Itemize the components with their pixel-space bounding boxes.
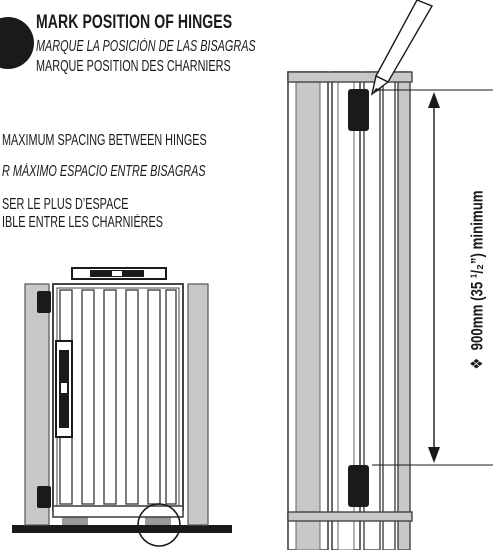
spirit-level-icon	[71, 267, 167, 280]
gate-bar	[382, 71, 396, 550]
tip-text-english: MAXIMUM SPACING BETWEEN HINGES	[2, 132, 207, 149]
tip-text-french-line1: SER LE PLUS D’ESPACE	[2, 196, 129, 213]
top-beam	[287, 71, 413, 83]
gate-foot-left	[62, 517, 88, 525]
pencil-icon	[370, 0, 434, 96]
dimension-marker-icon: ❖	[467, 357, 487, 370]
tip-text-french-line2: IBLE ENTRE LES CHARNIÈRES	[2, 214, 163, 231]
zoom-circle-icon	[137, 503, 181, 547]
gate-install-illustration	[12, 267, 232, 547]
spirit-level-vertical-icon	[55, 340, 73, 438]
bottom-sill	[287, 511, 413, 522]
wall-post-left	[24, 283, 50, 526]
hinge-icon	[348, 89, 369, 131]
step-badge-icon	[0, 17, 34, 69]
hinge-icon	[348, 465, 369, 507]
tip-text-spanish: R MÁXIMO ESPACIO ENTRE BISAGRAS	[2, 163, 206, 180]
page-title-french: MARQUE POSITION DES CHARNIERS	[36, 58, 231, 75]
page-title: MARK POSITION OF HINGES	[36, 12, 233, 33]
dimension-text: 900mm (35 ¹/₂”) minimum	[467, 190, 487, 351]
hinge-spacing-illustration	[287, 71, 493, 550]
dimension-arrow	[428, 92, 440, 463]
dimension-label: ❖ 900mm (35 ¹/₂”) minimum	[467, 190, 487, 370]
hinge-icon	[37, 291, 51, 313]
page-title-spanish: MARQUE LA POSICIÓN DE LAS BISAGRAS	[36, 38, 256, 55]
wall-post-right	[187, 283, 209, 526]
hinge-icon	[37, 486, 51, 508]
gate-foot-right	[145, 517, 171, 525]
gate-frame	[52, 283, 184, 511]
gate-bar	[397, 71, 411, 550]
floor	[12, 525, 232, 533]
